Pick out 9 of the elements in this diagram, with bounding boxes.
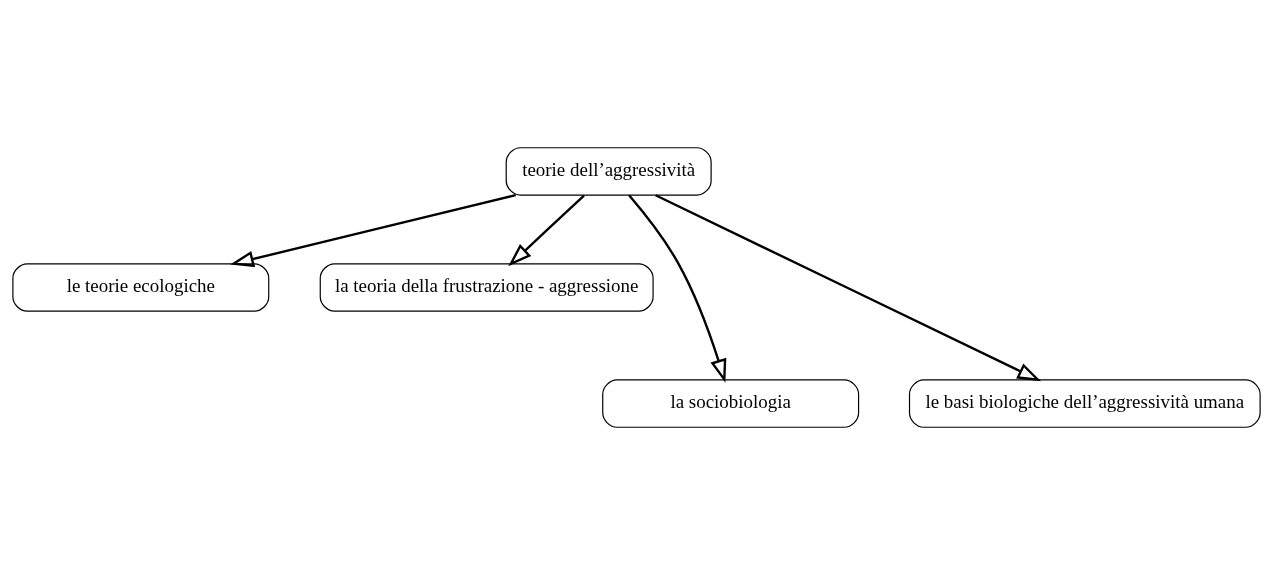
- node-box: le basi biologiche dell’aggressività umana: [908, 379, 1261, 428]
- arrow: [628, 194, 727, 383]
- arrow: [230, 194, 516, 268]
- arrow: [508, 194, 585, 267]
- node-box: teorie dell’aggressività: [505, 147, 712, 196]
- arrow: [655, 194, 1042, 382]
- node-box: la teoria della frustrazione - aggressione: [319, 263, 654, 312]
- node-box: la sociobiologia: [602, 379, 860, 428]
- node-box: le teorie ecologiche: [12, 263, 270, 312]
